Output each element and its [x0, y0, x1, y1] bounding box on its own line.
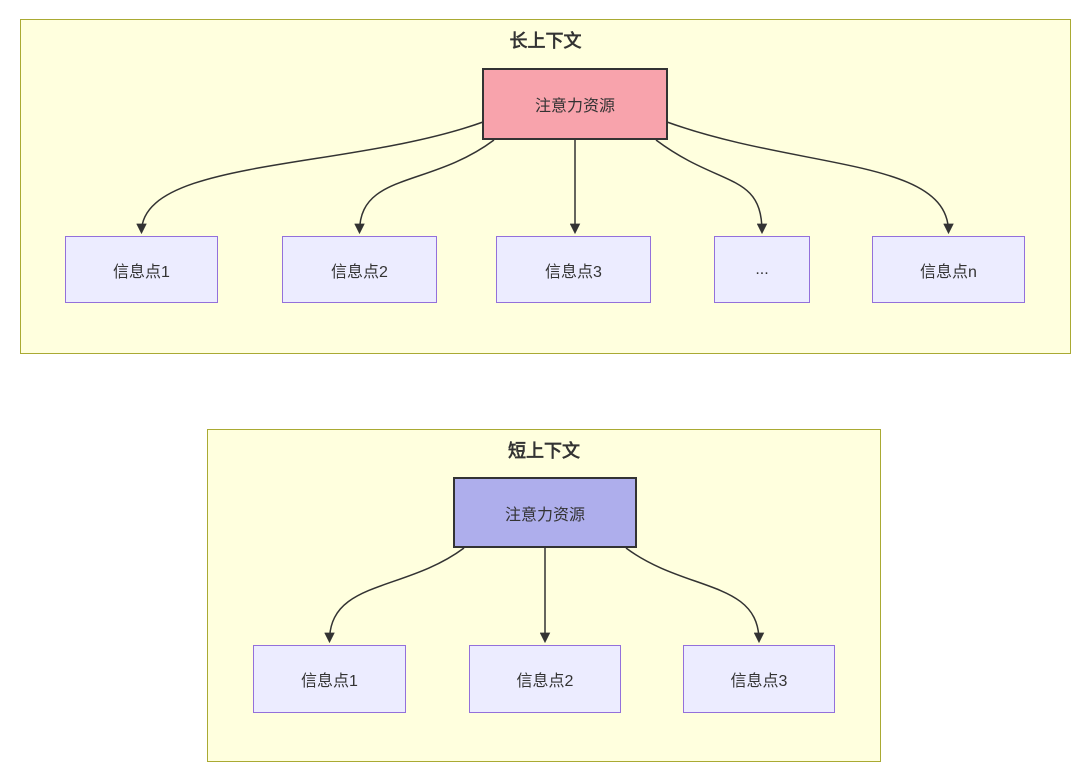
- info-node-long-ellipsis: ...: [714, 236, 810, 303]
- attention-resource-node-short: 注意力资源: [453, 477, 637, 548]
- info-node-short-2: 信息点2: [469, 645, 621, 713]
- panel-long-context-title: 长上下文: [509, 31, 582, 51]
- info-node-long-3: 信息点3: [496, 236, 651, 303]
- info-node-long-n: 信息点n: [872, 236, 1025, 303]
- info-node-short-3: 信息点3: [683, 645, 835, 713]
- attention-resource-node-long: 注意力资源: [482, 68, 668, 140]
- info-node-long-2: 信息点2: [282, 236, 437, 303]
- info-node-short-1: 信息点1: [253, 645, 406, 713]
- info-node-long-1: 信息点1: [65, 236, 218, 303]
- panel-short-context-title: 短上下文: [508, 441, 580, 461]
